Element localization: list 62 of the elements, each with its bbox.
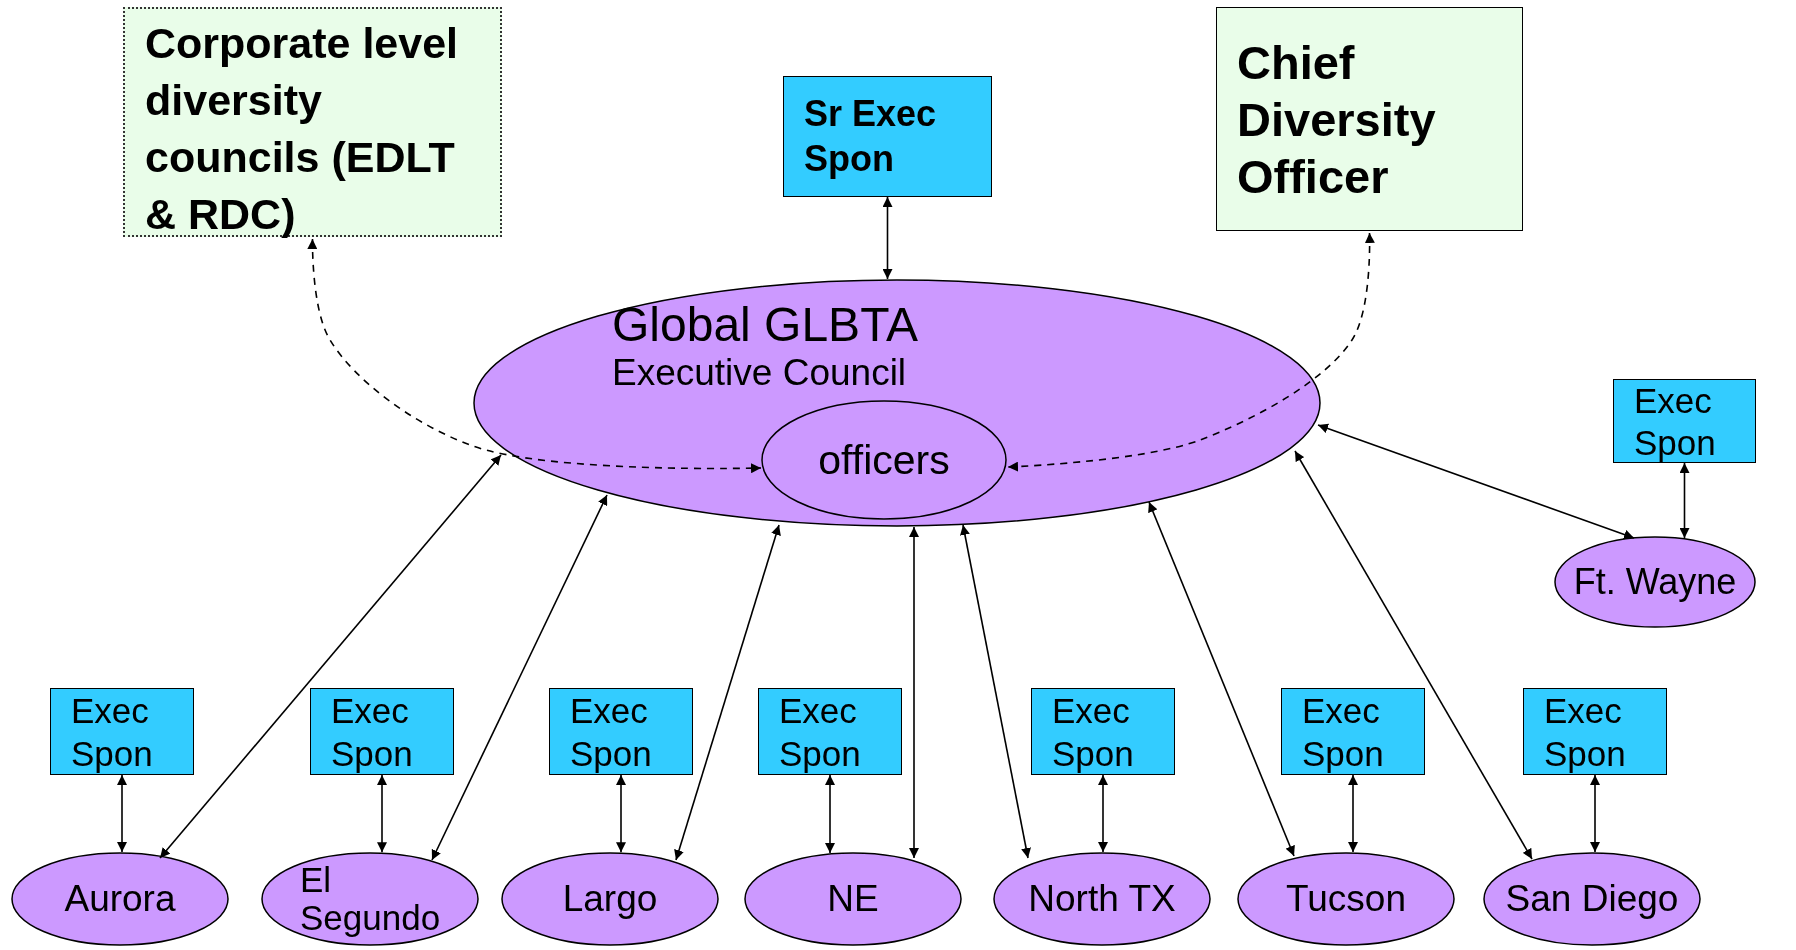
group-ellipse [1483, 852, 1701, 946]
arrow [882, 196, 893, 280]
box-label: Exec Spon [779, 690, 862, 775]
arrow [1098, 774, 1108, 853]
arrow [159, 454, 502, 859]
ellipse-label: North TX [1028, 878, 1176, 920]
process-box [50, 688, 194, 775]
arrow [674, 524, 781, 861]
box-label: Sr Exec Spon [804, 92, 938, 181]
arrow [1294, 450, 1533, 860]
group-ellipse [993, 852, 1211, 946]
box-label: Corporate level diversity councils (EDLT & RDC) [145, 18, 460, 240]
ellipse-label: Global GLBTA [612, 297, 918, 353]
group-ellipse [473, 279, 1321, 527]
ellipse-label: Executive Council [612, 353, 908, 393]
ellipse-label: officers [818, 436, 950, 484]
ellipse-label: Aurora [64, 878, 176, 920]
group-ellipse [744, 852, 962, 946]
process-box [758, 688, 902, 775]
ellipse-label: Largo [562, 878, 658, 920]
arrow [377, 774, 387, 854]
box-label: Exec Spon [1544, 690, 1627, 775]
group-ellipse [261, 852, 479, 946]
arrow [960, 524, 1031, 859]
box-label: Exec Spon [1634, 380, 1717, 464]
dashed-arrow [307, 238, 762, 474]
process-box [1031, 688, 1175, 775]
arrow [616, 774, 626, 854]
box-label: Exec Spon [570, 690, 653, 775]
process-box [1216, 7, 1523, 231]
arrow [431, 494, 608, 861]
box-label: Exec Spon [331, 690, 414, 775]
arrow [909, 526, 919, 859]
ellipse-label: El Segundo [300, 861, 440, 937]
arrow [825, 774, 835, 854]
group-ellipse [1554, 536, 1756, 628]
process-box [1523, 688, 1667, 775]
ellipse-label: NE [827, 878, 879, 920]
group-ellipse [11, 852, 229, 946]
box-label: Chief Diversity Officer [1237, 35, 1437, 205]
process-box [123, 7, 502, 237]
arrow [117, 774, 127, 853]
process-box [1281, 688, 1425, 775]
ellipse-label: Ft. Wayne [1573, 561, 1737, 603]
box-label: Exec Spon [1052, 690, 1135, 775]
ellipse-label: San Diego [1505, 878, 1679, 920]
arrow [1317, 423, 1635, 540]
process-box [783, 76, 992, 197]
group-ellipse [501, 852, 719, 946]
process-box [1613, 379, 1756, 463]
group-ellipse [1237, 852, 1455, 946]
process-box [549, 688, 693, 775]
dashed-arrow [1007, 232, 1375, 472]
process-box [310, 688, 454, 775]
arrow [1590, 774, 1600, 853]
arrow [1148, 501, 1295, 857]
arrow [1348, 774, 1358, 853]
box-label: Exec Spon [71, 690, 154, 775]
box-label: Exec Spon [1302, 690, 1385, 775]
group-ellipse [761, 400, 1007, 520]
arrow [1679, 462, 1690, 539]
ellipse-label: Tucson [1286, 878, 1406, 920]
